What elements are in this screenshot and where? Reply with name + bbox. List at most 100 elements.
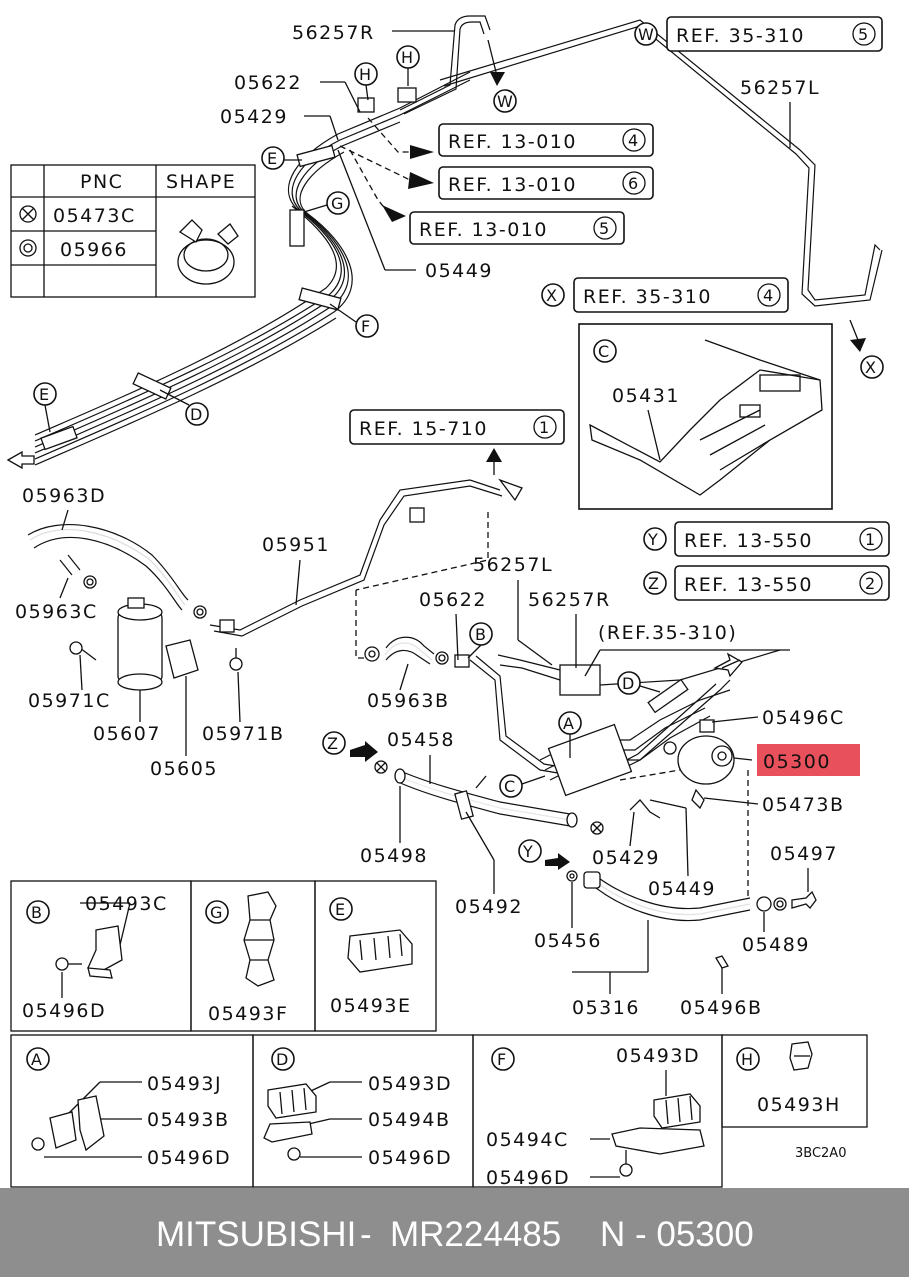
label-05493H: 05493H [757, 1094, 841, 1116]
callout-Z-2: Z [322, 731, 346, 755]
svg-text:Y: Y [647, 530, 658, 549]
callout-A-1: A [558, 711, 582, 735]
label-05449-mid: 05449 [648, 878, 716, 900]
callout-B-1: B [469, 622, 493, 646]
ref-w-group: W REF. 35-310 5 [634, 16, 883, 52]
label-05963D: 05963D [22, 485, 106, 507]
callout-Y-1: Y [643, 527, 667, 551]
svg-text:1: 1 [539, 418, 549, 437]
callout-F-1: F [355, 314, 379, 338]
svg-text:2: 2 [865, 574, 875, 593]
ref-x-group: X REF. 35-310 4 [541, 277, 789, 313]
svg-text:E: E [335, 900, 345, 919]
detail-box-F: F 05493D 05494C 05496D [472, 1034, 723, 1188]
detail-box-E: E 05493E [314, 880, 437, 1032]
svg-text:5: 5 [858, 25, 868, 44]
svg-text:E: E [39, 385, 49, 404]
label-05493J: 05493J [147, 1073, 222, 1095]
svg-text:C: C [504, 777, 515, 796]
svg-text:REF. 13-550: REF. 13-550 [684, 574, 813, 596]
label-05493C-b: 05493C [85, 893, 168, 915]
svg-text:E: E [267, 149, 277, 168]
callout-X-2: X [541, 283, 565, 307]
label-05494C: 05494C [486, 1129, 569, 1151]
callout-C-1: C [593, 339, 617, 363]
label-05429-top: 05429 [220, 106, 288, 128]
svg-text:B: B [31, 903, 42, 922]
callout-H-2: H [396, 45, 420, 69]
label-05492: 05492 [455, 896, 523, 918]
label-05971C: 05971C [28, 690, 111, 712]
callout-X-1: X [860, 355, 884, 379]
label-05951: 05951 [262, 534, 330, 556]
svg-text:A: A [31, 1050, 42, 1069]
label-05622-top: 05622 [234, 72, 302, 94]
ref-15-710: REF. 15-710 1 [349, 409, 565, 475]
callout-W-1: W [493, 89, 517, 113]
callout-E-2: E [33, 382, 57, 406]
svg-text:G: G [210, 903, 222, 922]
svg-text:1: 1 [865, 530, 875, 549]
label-05498: 05498 [360, 845, 428, 867]
label-05431: 05431 [612, 385, 680, 407]
callout-E-1: E [261, 146, 285, 170]
callout-C-2: C [499, 774, 523, 798]
label-05493F: 05493F [208, 1003, 288, 1025]
svg-text:REF. 13-010: REF. 13-010 [419, 219, 548, 241]
label-05605: 05605 [150, 758, 218, 780]
detail-box-D: D 05493D 05494B 05496D [252, 1034, 474, 1188]
ref-w-text: REF. 35-310 [676, 25, 805, 47]
detail-box-H: H 05493H [721, 1034, 868, 1128]
svg-text:X: X [546, 286, 557, 305]
callout-D-1: D [185, 402, 209, 426]
label-05494B: 05494B [368, 1109, 450, 1131]
footer-bar: MITSUBISHI - MR224485 N - 05300 [0, 1188, 909, 1277]
ref-z-group: Z REF. 13-550 2 [643, 565, 890, 601]
label-05493B-a: 05493B [147, 1109, 229, 1131]
callout-G-1: G [326, 191, 350, 215]
label-05496C: 05496C [762, 707, 845, 729]
label-05963B: 05963B [367, 690, 449, 712]
footer-part-number: MR224485 [390, 1215, 562, 1254]
svg-text:H: H [401, 48, 413, 67]
svg-text:REF. 13-550: REF. 13-550 [684, 530, 813, 552]
label-05496D-b: 05496D [22, 1000, 106, 1022]
callout-D-2: D [617, 671, 641, 695]
ref-y-group: Y REF. 13-550 1 [643, 521, 890, 557]
label-05971B: 05971B [202, 723, 284, 745]
detail-box-G: G 05493F [190, 880, 316, 1032]
label-05496D-d: 05496D [368, 1147, 452, 1169]
label-05622-mid: 05622 [419, 589, 487, 611]
svg-text:W: W [497, 92, 513, 111]
highlight-05300 [757, 744, 860, 776]
detail-c-box: C 05431 [578, 323, 833, 510]
pipe-bundle [6, 71, 471, 470]
svg-text:REF. 13-010: REF. 13-010 [448, 131, 577, 153]
x-circle-icon [590, 821, 604, 835]
label-05473B: 05473B [762, 794, 844, 816]
double-circle-icon [19, 239, 37, 257]
svg-text:F: F [497, 1050, 506, 1069]
svg-text:REF. 13-010: REF. 13-010 [448, 174, 577, 196]
callout-W-2: W [634, 22, 658, 46]
footer-pnc: N - 05300 [600, 1215, 754, 1254]
svg-text:G: G [331, 194, 343, 213]
svg-text:5: 5 [599, 219, 609, 238]
svg-text:B: B [475, 625, 486, 644]
footer-separator: - [360, 1215, 372, 1254]
label-05493D-f: 05493D [616, 1045, 700, 1067]
svg-text:F: F [361, 317, 370, 336]
ref-13-010-4: REF. 13-010 4 [367, 117, 654, 159]
footer-brand: MITSUBISHI [156, 1215, 357, 1254]
detail-box-B: B 05493C 05496D [10, 880, 192, 1032]
svg-text:4: 4 [763, 286, 773, 305]
legend-row-2-pnc: 05966 [60, 239, 128, 261]
svg-text:Z: Z [327, 734, 338, 753]
label-05496D-a: 05496D [147, 1147, 231, 1169]
label-05449-top: 05449 [425, 260, 493, 282]
label-05496D-f: 05496D [486, 1167, 570, 1188]
ref-13-010-5: REF. 13-010 5 [349, 149, 625, 245]
ref-13-010-6: REF. 13-010 6 [339, 145, 654, 200]
svg-text:Z: Z [648, 574, 659, 593]
ref-paren: (REF.35-310) [598, 622, 737, 644]
